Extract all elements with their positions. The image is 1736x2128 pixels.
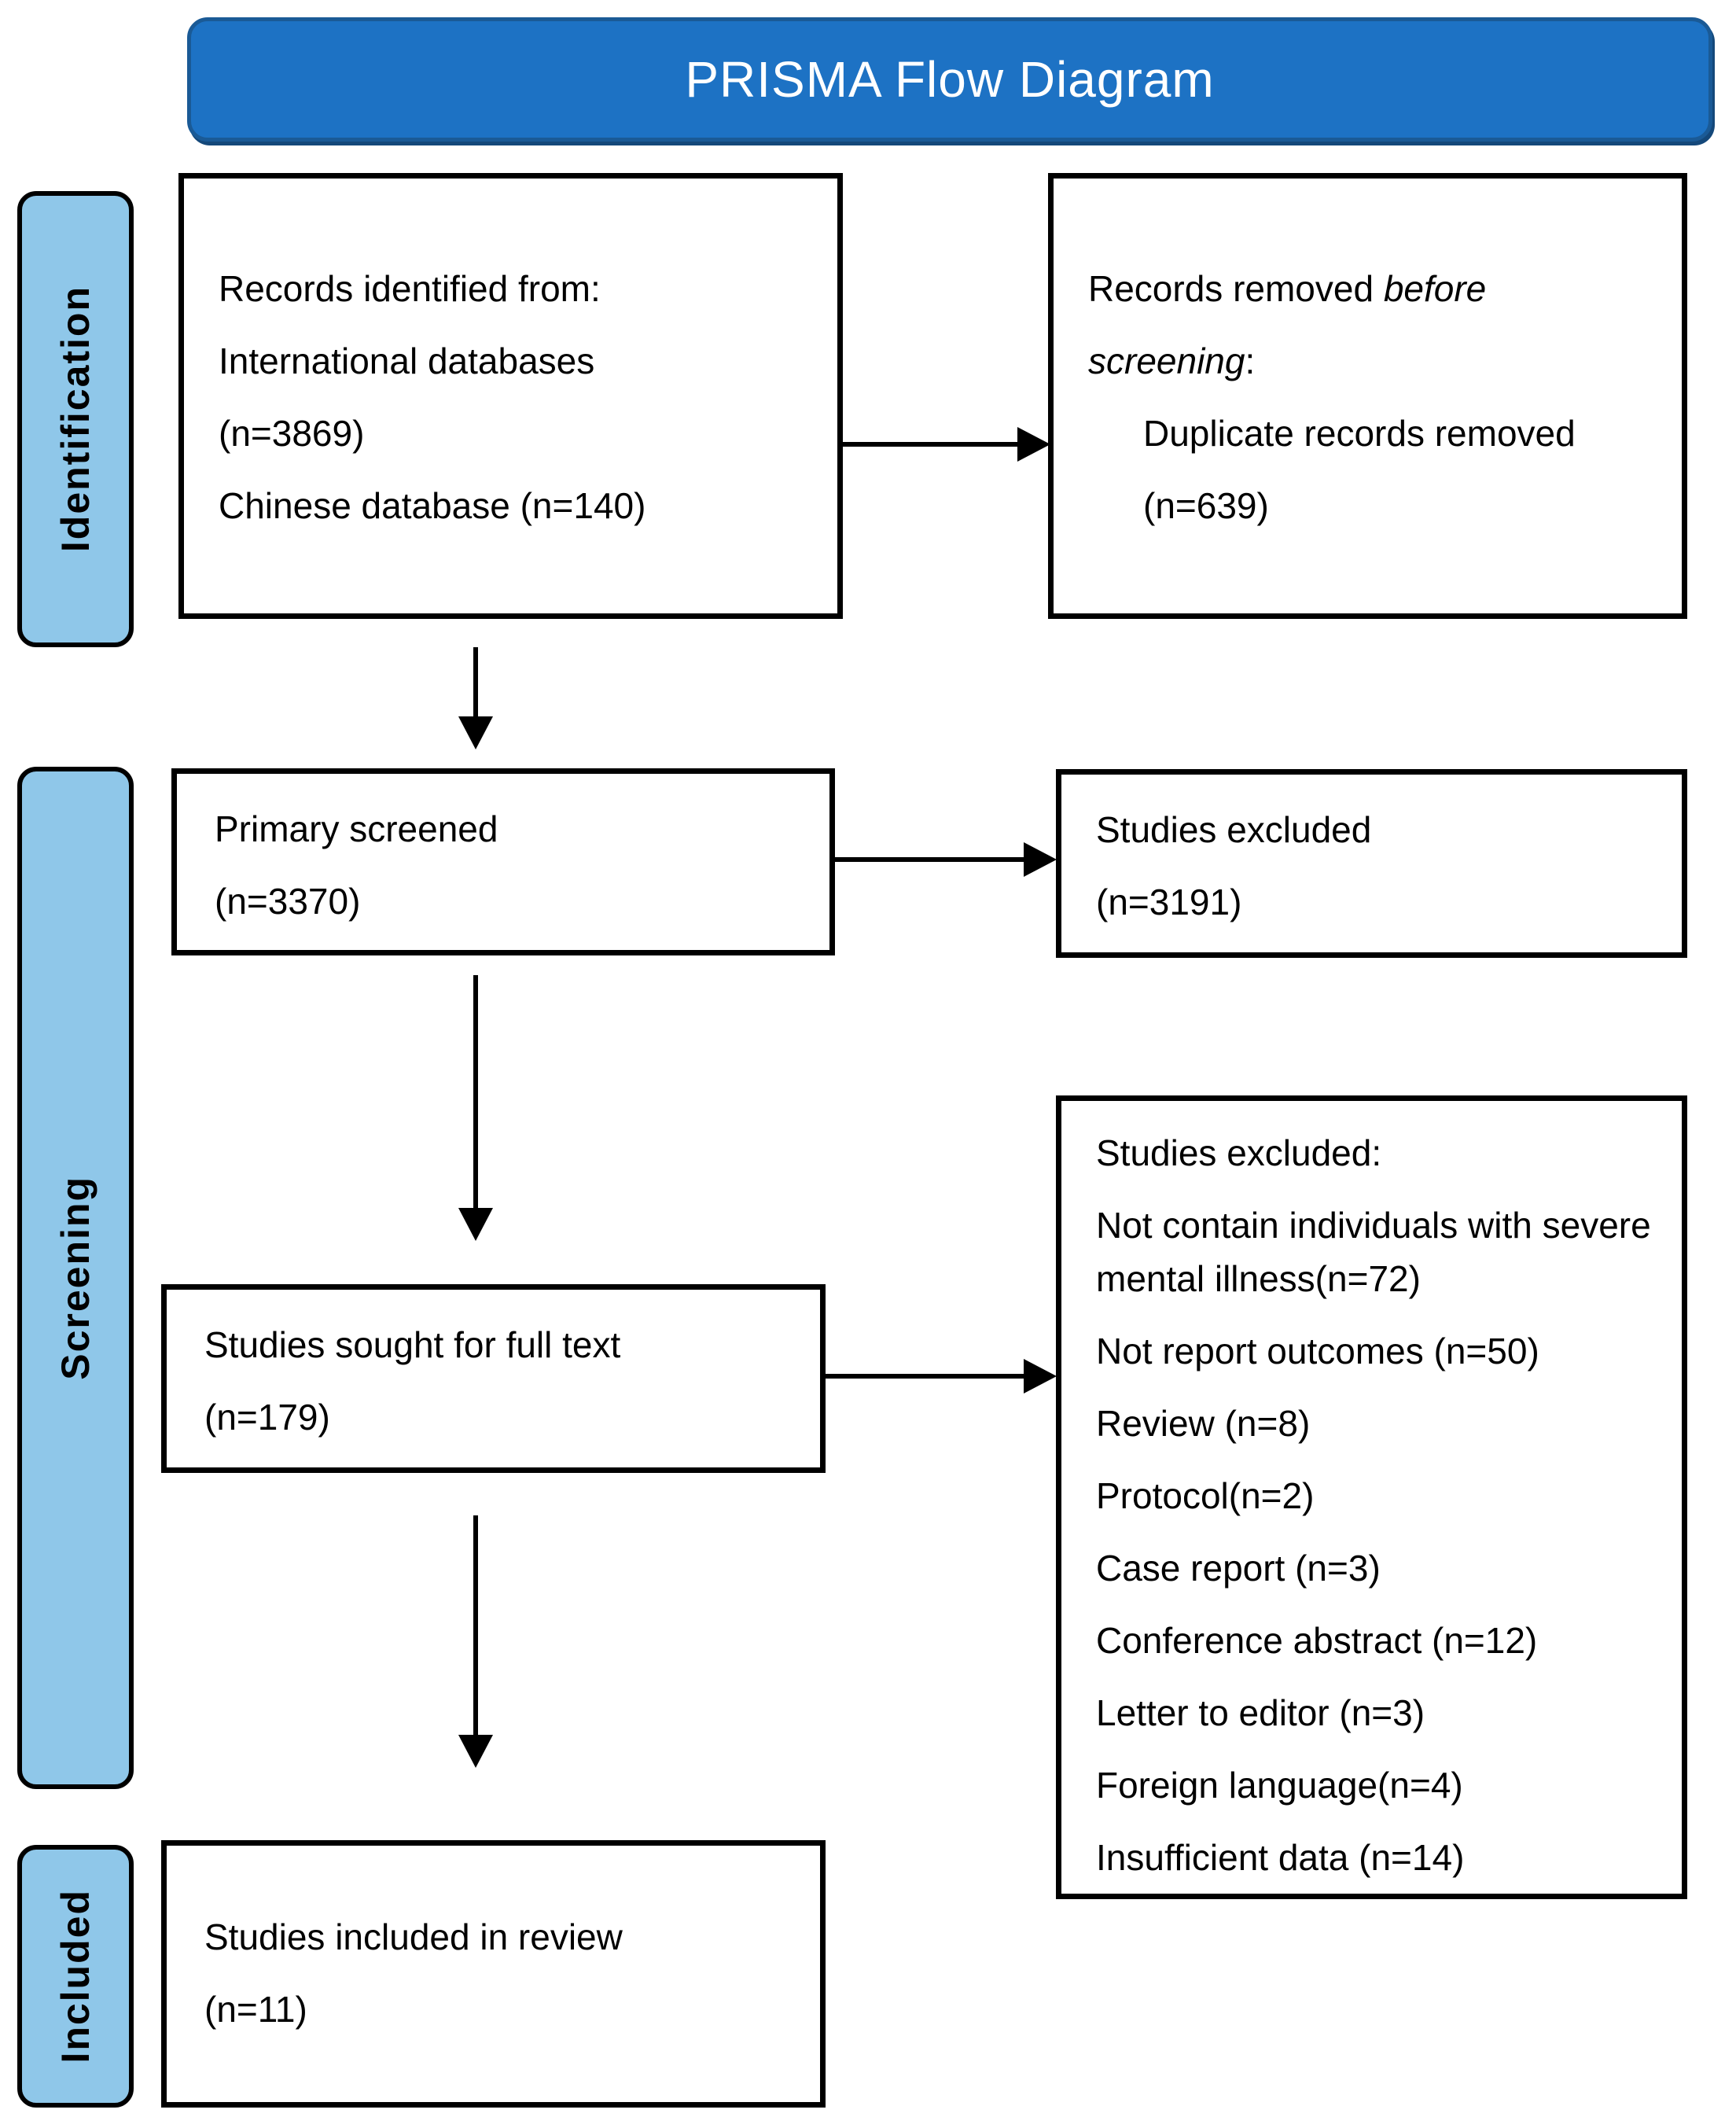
- box-studies-included: Studies included in review (n=11): [161, 1840, 826, 2108]
- box-text-line: screening:: [1088, 325, 1663, 397]
- text-segment-italic: screening: [1088, 341, 1245, 381]
- arrow-line: [835, 857, 1024, 862]
- arrow-head-down-icon: [458, 1208, 493, 1241]
- arrow-line: [826, 1374, 1024, 1379]
- box-studies-excluded-full-text: Studies excluded: Not contain individual…: [1056, 1095, 1687, 1899]
- box-text-line: Studies included in review: [204, 1916, 623, 1957]
- box-text-line: Primary screened: [215, 808, 498, 849]
- box-text-line: International databases: [219, 341, 595, 381]
- stage-label-text: Screening: [53, 1176, 97, 1380]
- box-text-line: Duplicate records removed: [1143, 413, 1576, 454]
- arrow-line: [473, 975, 478, 1209]
- arrow-head-down-icon: [458, 1735, 493, 1768]
- text-segment-italic: before: [1383, 268, 1487, 309]
- arrow-head-right-icon: [1024, 842, 1057, 877]
- exclusion-reason: Insufficient data (n=14): [1096, 1837, 1465, 1878]
- stage-label-text: Included: [53, 1889, 97, 2064]
- arrow-line: [843, 442, 1017, 447]
- stage-label-identification: Identification: [17, 191, 134, 647]
- box-text-line: (n=3869): [219, 413, 365, 454]
- stage-label-text: Identification: [53, 285, 97, 553]
- arrow-head-right-icon: [1024, 1359, 1057, 1394]
- box-text-line: Chinese database (n=140): [219, 485, 646, 526]
- exclusion-reason: Protocol(n=2): [1096, 1475, 1315, 1516]
- arrow-head-right-icon: [1017, 427, 1050, 462]
- stage-label-included: Included: [17, 1845, 134, 2108]
- box-text-line: Records identified from:: [219, 268, 601, 309]
- box-text-line: (n=11): [204, 1989, 307, 2030]
- exclusion-reason: Not contain individuals with severe ment…: [1096, 1205, 1651, 1299]
- box-text-line: Studies excluded:: [1096, 1132, 1382, 1173]
- title-banner: PRISMA Flow Diagram: [187, 17, 1712, 142]
- box-text-line: Studies sought for full text: [204, 1324, 621, 1365]
- arrow-head-down-icon: [458, 716, 493, 749]
- box-records-identified: Records identified from: International d…: [178, 173, 843, 619]
- exclusion-reason: Not report outcomes (n=50): [1096, 1331, 1539, 1371]
- exclusion-reason: Review (n=8): [1096, 1403, 1311, 1444]
- exclusion-reason: Case report (n=3): [1096, 1548, 1381, 1589]
- box-text-line: Studies excluded: [1096, 809, 1372, 850]
- page-title: PRISMA Flow Diagram: [685, 51, 1215, 108]
- box-records-removed: Records removed before screening: Duplic…: [1048, 173, 1687, 619]
- text-segment: :: [1245, 341, 1256, 381]
- box-text-line: (n=3370): [215, 881, 361, 922]
- box-text-line: (n=179): [204, 1397, 330, 1438]
- arrow-line: [473, 647, 478, 718]
- text-segment: Records removed: [1088, 268, 1384, 309]
- arrow-line: [473, 1515, 478, 1736]
- exclusion-reason: Letter to editor (n=3): [1096, 1692, 1425, 1733]
- exclusion-reason: Foreign language(n=4): [1096, 1765, 1463, 1806]
- box-primary-screened: Primary screened (n=3370): [171, 768, 835, 955]
- box-text-line: (n=639): [1143, 485, 1269, 526]
- box-text-line: (n=3191): [1096, 882, 1242, 922]
- box-studies-excluded-primary: Studies excluded (n=3191): [1056, 769, 1687, 958]
- box-full-text-sought: Studies sought for full text (n=179): [161, 1284, 826, 1473]
- stage-label-screening: Screening: [17, 767, 134, 1789]
- exclusion-reason: Conference abstract (n=12): [1096, 1620, 1538, 1661]
- box-text-line: Records removed before: [1088, 252, 1663, 325]
